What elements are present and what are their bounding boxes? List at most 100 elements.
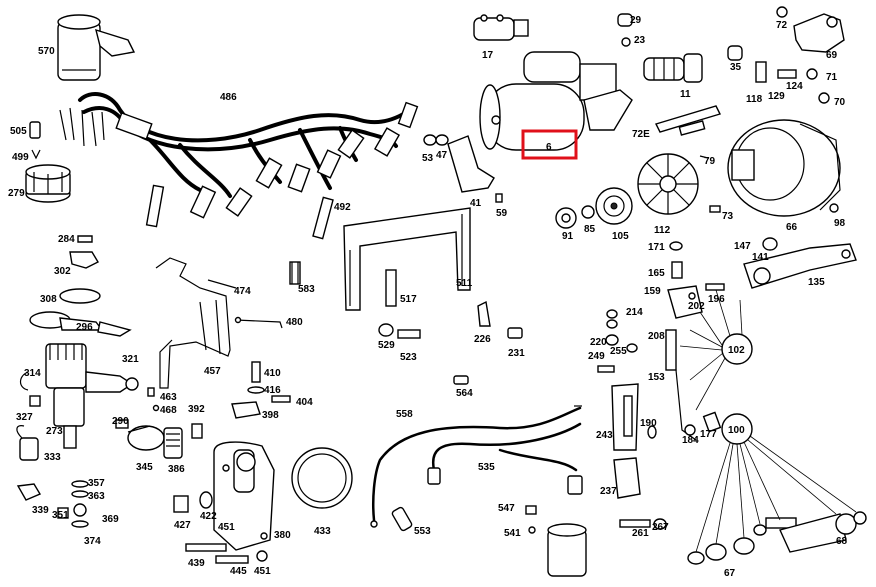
label-147: 147 bbox=[734, 241, 751, 252]
label-53: 53 bbox=[422, 153, 434, 164]
label-398: 398 bbox=[262, 410, 279, 421]
parts-29-23 bbox=[617, 13, 633, 47]
distributor-body-273 bbox=[45, 343, 139, 449]
label-451-lower: 451 bbox=[254, 566, 271, 577]
label-135: 135 bbox=[808, 277, 825, 288]
label-529: 529 bbox=[378, 340, 395, 351]
label-404: 404 bbox=[296, 397, 313, 408]
clamp-398 bbox=[231, 401, 261, 419]
spark-plug-583 bbox=[289, 261, 301, 285]
label-422: 422 bbox=[200, 511, 217, 522]
label-249: 249 bbox=[588, 351, 605, 362]
cable-558 bbox=[370, 405, 582, 528]
sleeve-564 bbox=[453, 375, 469, 385]
label-445: 445 bbox=[230, 566, 247, 577]
label-72E: 72E bbox=[632, 129, 650, 140]
label-255: 255 bbox=[610, 346, 627, 357]
plug-427-422 bbox=[173, 491, 213, 513]
label-112: 112 bbox=[654, 225, 671, 236]
label-351: 351 bbox=[52, 510, 69, 521]
label-321: 321 bbox=[122, 354, 139, 365]
vacuum-unit-345-290 bbox=[115, 419, 165, 451]
cable-535 bbox=[427, 422, 583, 495]
bolts-79-73-98 bbox=[699, 155, 839, 213]
bracket-226-231 bbox=[477, 300, 523, 339]
label-523: 523 bbox=[400, 352, 417, 363]
label-451-upper: 451 bbox=[218, 522, 235, 533]
label-492: 492 bbox=[334, 202, 351, 213]
label-486: 486 bbox=[220, 92, 237, 103]
label-177: 177 bbox=[700, 429, 717, 440]
bracket-511 bbox=[343, 207, 471, 311]
label-17: 17 bbox=[482, 50, 494, 61]
label-202: 202 bbox=[688, 301, 705, 312]
bolts-261-267 bbox=[619, 518, 667, 530]
label-68: 68 bbox=[836, 536, 848, 547]
label-102: 102 bbox=[728, 345, 745, 356]
label-11: 11 bbox=[680, 89, 691, 100]
label-159: 159 bbox=[644, 286, 661, 297]
label-314: 314 bbox=[24, 368, 41, 379]
label-392: 392 bbox=[188, 404, 205, 415]
fan-112 bbox=[637, 153, 699, 215]
gasket-433 bbox=[291, 447, 353, 509]
label-439: 439 bbox=[188, 558, 205, 569]
label-190: 190 bbox=[640, 418, 657, 429]
label-226: 226 bbox=[474, 334, 491, 345]
label-357: 357 bbox=[88, 478, 105, 489]
label-290: 290 bbox=[112, 416, 129, 427]
label-345: 345 bbox=[136, 462, 153, 473]
label-141: 141 bbox=[752, 252, 769, 263]
bracket-41-53-47-59 bbox=[423, 134, 503, 203]
label-243: 243 bbox=[596, 430, 613, 441]
distributor-rotor-279 bbox=[25, 164, 71, 203]
label-302: 302 bbox=[54, 266, 71, 277]
nut-70 bbox=[818, 92, 830, 104]
label-231: 231 bbox=[508, 348, 525, 359]
label-511: 511 bbox=[456, 278, 473, 289]
label-220: 220 bbox=[590, 337, 607, 348]
label-333: 333 bbox=[44, 452, 61, 463]
breaker-plate-308-296 bbox=[29, 288, 132, 337]
screwdriver-72E bbox=[655, 105, 721, 136]
label-374: 374 bbox=[84, 536, 101, 547]
label-100: 100 bbox=[728, 425, 745, 436]
bracket-159-196-202 bbox=[667, 283, 725, 319]
parts-35-118 bbox=[727, 45, 818, 83]
pushrod-474-480 bbox=[207, 279, 283, 329]
label-499: 499 bbox=[12, 152, 29, 163]
housing-380 bbox=[213, 441, 275, 551]
label-214: 214 bbox=[626, 307, 643, 318]
bracket-69-72 bbox=[776, 6, 845, 53]
bolts-463-468 bbox=[147, 387, 160, 412]
highlight-box bbox=[521, 129, 578, 160]
washers-214-220-249-255 bbox=[597, 309, 638, 373]
label-85: 85 bbox=[584, 224, 596, 235]
label-91: 91 bbox=[562, 231, 574, 242]
label-273: 273 bbox=[46, 426, 63, 437]
label-79: 79 bbox=[704, 156, 716, 167]
starter-motor-6 bbox=[479, 51, 633, 151]
distributor-cap-570 bbox=[57, 14, 136, 81]
alternator-66 bbox=[727, 119, 841, 217]
bracket-243-237 bbox=[611, 383, 641, 499]
relay-547-541 bbox=[525, 505, 587, 577]
label-457: 457 bbox=[204, 366, 221, 377]
pulley-91-85-105 bbox=[555, 187, 633, 229]
label-6: 6 bbox=[546, 142, 552, 153]
label-208: 208 bbox=[648, 331, 665, 342]
label-129: 129 bbox=[768, 91, 785, 102]
label-541: 541 bbox=[504, 528, 521, 539]
drive-gear-386-392 bbox=[163, 423, 203, 459]
label-369: 369 bbox=[102, 514, 119, 525]
parts-171-147-165 bbox=[669, 237, 778, 279]
label-153: 153 bbox=[648, 372, 665, 383]
label-553: 553 bbox=[414, 526, 431, 537]
label-41: 41 bbox=[470, 198, 482, 209]
label-547: 547 bbox=[498, 503, 515, 514]
small-parts-339-374 bbox=[16, 480, 89, 528]
label-558: 558 bbox=[396, 409, 413, 420]
label-517: 517 bbox=[400, 294, 417, 305]
label-480: 480 bbox=[286, 317, 303, 328]
label-70: 70 bbox=[834, 97, 846, 108]
